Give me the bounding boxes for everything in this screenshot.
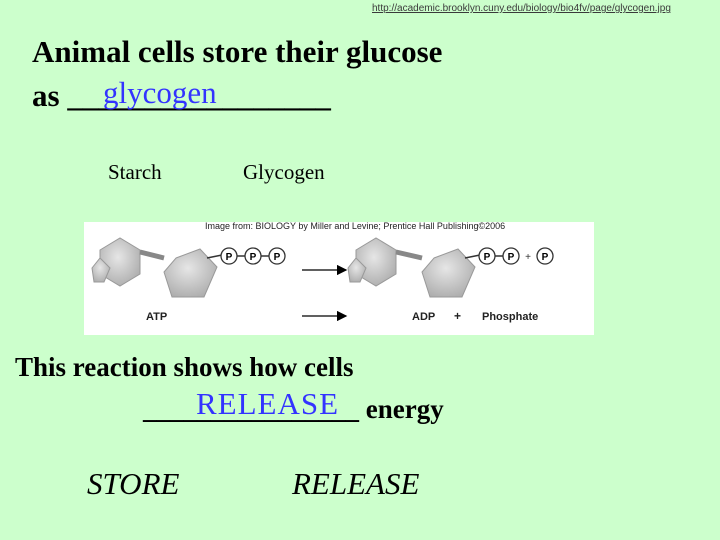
atp-molecule: P P P ATP — [91, 237, 286, 323]
option-starch: Starch — [108, 160, 162, 184]
adp-label: ADP — [412, 311, 435, 323]
question1-answer: glycogen — [103, 75, 217, 110]
question2-answer: RELEASE — [196, 386, 340, 421]
option-glycogen: Glycogen — [243, 160, 325, 184]
phosphate-group-free: P — [536, 247, 554, 265]
question2-blank: ________________ — [143, 394, 359, 424]
svg-text:P: P — [542, 252, 549, 263]
svg-text:P: P — [484, 252, 491, 263]
question1-prefix: as — [32, 78, 68, 113]
svg-text:P: P — [250, 252, 257, 263]
adp-molecule: P P + P ADP + Phosphate — [347, 237, 554, 323]
option-store: STORE — [87, 466, 180, 501]
phosphate-group-1: P — [220, 247, 238, 265]
phosphate-group-3: P — [268, 247, 286, 265]
image-credit: Image from: BIOLOGY by Miller and Levine… — [205, 221, 506, 231]
question1-blank: _________________ — [67, 78, 331, 113]
atp-label: ATP — [146, 311, 167, 323]
question2-suffix: energy — [359, 394, 444, 424]
plus-sign-bottom: + — [454, 309, 461, 323]
question2-line1: This reaction shows how cells — [15, 352, 354, 382]
svg-text:P: P — [226, 252, 233, 263]
phosphate-group-4: P — [478, 247, 496, 265]
svg-text:P: P — [508, 252, 515, 263]
phosphate-group-5: P — [502, 247, 520, 265]
option-release: RELEASE — [292, 466, 420, 501]
question2-line2: ________________ energy — [143, 394, 444, 425]
atp-adp-diagram: P P P ATP P — [84, 222, 594, 335]
phosphate-group-2: P — [244, 247, 262, 265]
question1-line2: as _________________ — [32, 78, 331, 114]
phosphate-label: Phosphate — [482, 311, 538, 323]
plus-sign-top: + — [525, 252, 531, 263]
question1-line1: Animal cells store their glucose — [32, 34, 443, 69]
svg-text:P: P — [274, 252, 281, 263]
source-url-link[interactable]: http://academic.brooklyn.cuny.edu/biolog… — [372, 3, 671, 14]
